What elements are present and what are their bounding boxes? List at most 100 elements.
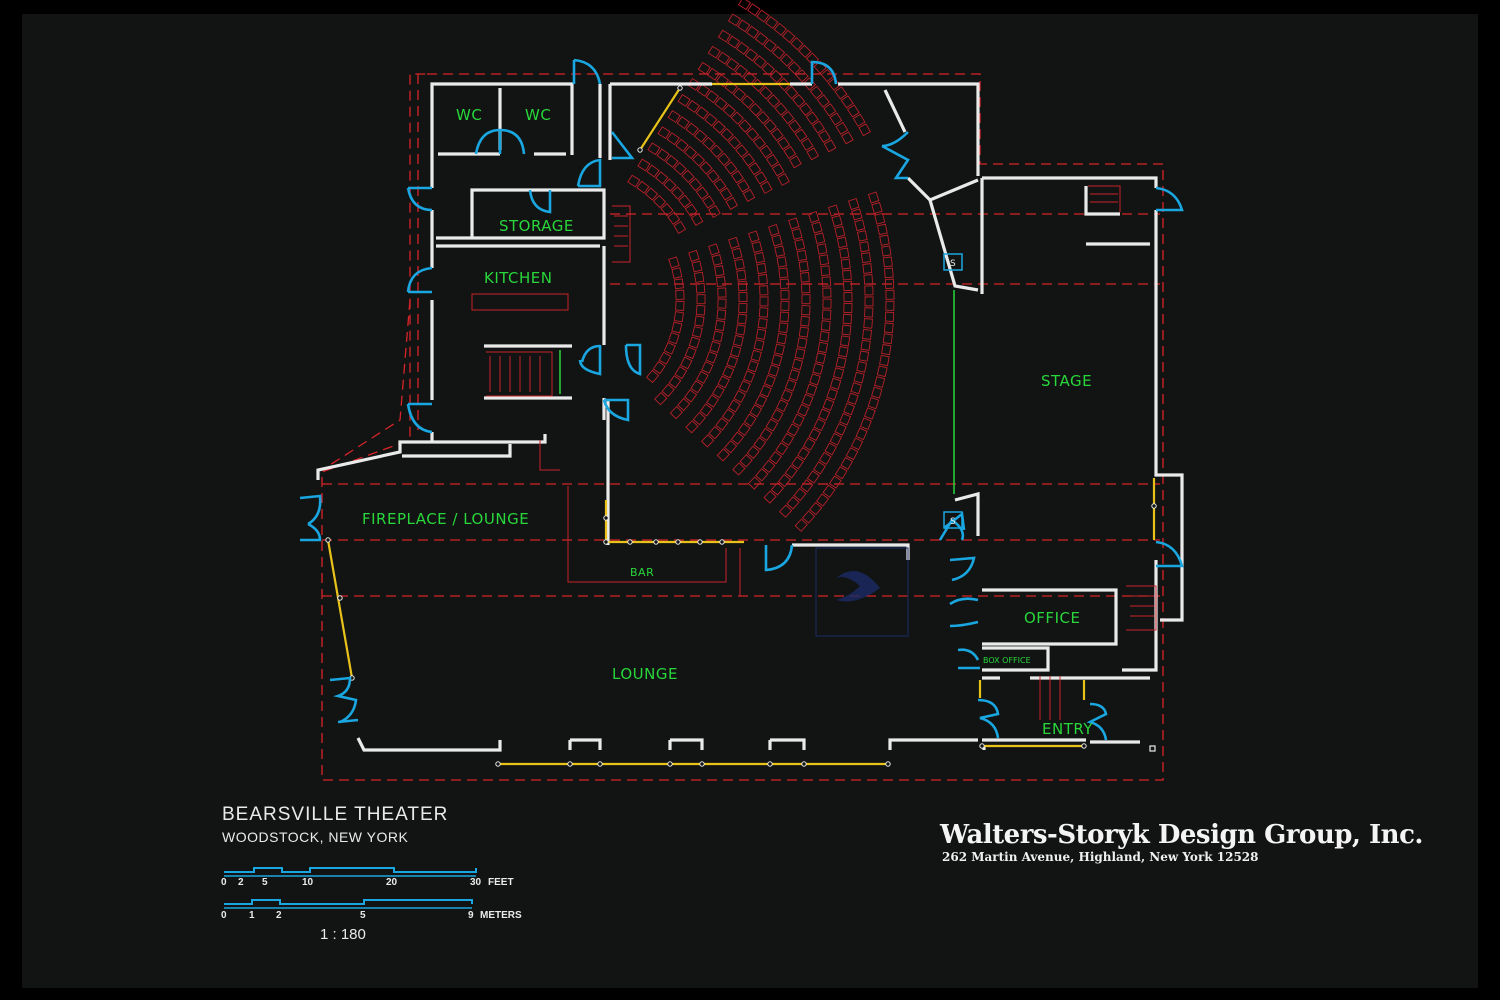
room-label-wc-1: WC: [456, 106, 482, 124]
seat: [699, 403, 713, 417]
seat: [796, 337, 808, 349]
seat: [783, 145, 797, 160]
seat: [818, 451, 832, 466]
seat: [776, 256, 788, 268]
seat: [656, 148, 670, 162]
seat: [829, 377, 842, 390]
seat: [767, 364, 780, 377]
seat: [864, 296, 874, 307]
seat: [743, 370, 756, 383]
seat: [721, 408, 735, 422]
seat: [742, 188, 756, 202]
seat: [657, 126, 671, 140]
seat: [874, 212, 886, 225]
seat: [779, 504, 793, 518]
seat: [885, 289, 895, 300]
glazing-node: [603, 539, 609, 545]
scale-bar-meters: 0 1 2 5 9 METERS: [221, 899, 522, 921]
seat: [858, 350, 870, 362]
seat: [805, 383, 818, 396]
seat: [842, 313, 853, 325]
seat: [706, 394, 720, 408]
seat: [806, 147, 820, 161]
seat: [748, 162, 762, 176]
seat: [694, 315, 705, 327]
seat: [766, 94, 781, 108]
seat: [770, 482, 785, 496]
seat: [827, 204, 840, 217]
seat: [780, 300, 790, 311]
seat: [823, 139, 837, 153]
seat: [801, 283, 811, 294]
seat: [758, 307, 769, 318]
glazing-node: [325, 537, 331, 543]
glazing-node: [885, 761, 891, 767]
seat: [690, 212, 704, 226]
seat: [792, 94, 806, 108]
seat: [847, 197, 860, 211]
seat: [720, 127, 734, 142]
room-label-fireplace-lounge: FIREPLACE / LOUNGE: [362, 510, 529, 528]
seat: [726, 35, 741, 49]
seat: [836, 236, 848, 249]
seat: [874, 376, 886, 388]
seat: [737, 179, 750, 193]
seat: [716, 448, 730, 462]
glazing-node: [979, 743, 985, 749]
seat: [839, 335, 851, 347]
seat: [712, 385, 725, 399]
seat: [665, 154, 679, 169]
glazing-node: [697, 539, 703, 545]
seat: [808, 428, 821, 442]
seat: [777, 172, 790, 186]
seat: [715, 276, 726, 288]
seat: [862, 263, 873, 274]
seat: [826, 388, 838, 401]
stair-symbols: [943, 253, 963, 529]
seat: [788, 119, 802, 133]
seat: [753, 436, 767, 451]
seat: [815, 493, 830, 507]
seat: [673, 278, 684, 290]
seat: [691, 153, 706, 167]
seat: [754, 394, 768, 408]
seat: [735, 144, 749, 158]
seat: [708, 243, 720, 256]
seat: [816, 94, 830, 108]
seat: [759, 296, 769, 307]
seat: [697, 61, 711, 75]
seat: [812, 362, 824, 375]
seat: [850, 382, 862, 395]
seat: [801, 393, 814, 407]
seat: [714, 265, 725, 277]
seat: [829, 432, 843, 446]
seat: [774, 102, 788, 116]
seat: [812, 120, 825, 134]
seat: [673, 311, 684, 323]
seat: [847, 392, 859, 405]
seat: [842, 280, 853, 292]
seat: [730, 111, 744, 125]
seat: [854, 219, 866, 232]
seat: [792, 413, 805, 427]
seat: [758, 274, 768, 285]
seat: [788, 368, 801, 382]
seat: [757, 317, 768, 329]
seat: [818, 408, 831, 422]
seat: [800, 315, 810, 327]
seat: [853, 371, 865, 384]
seat: [811, 221, 823, 234]
seat: [717, 375, 730, 389]
stair-label-1: S: [950, 259, 956, 269]
seat: [856, 361, 868, 373]
seat: [802, 510, 816, 524]
seat: [765, 154, 779, 168]
room-label-kitchen: KITCHEN: [484, 269, 553, 287]
seat: [829, 112, 843, 126]
seat: [645, 369, 660, 384]
seat: [655, 171, 669, 185]
seat: [759, 86, 773, 100]
seat: [646, 164, 660, 178]
seat: [822, 398, 835, 411]
seat: [776, 332, 787, 345]
